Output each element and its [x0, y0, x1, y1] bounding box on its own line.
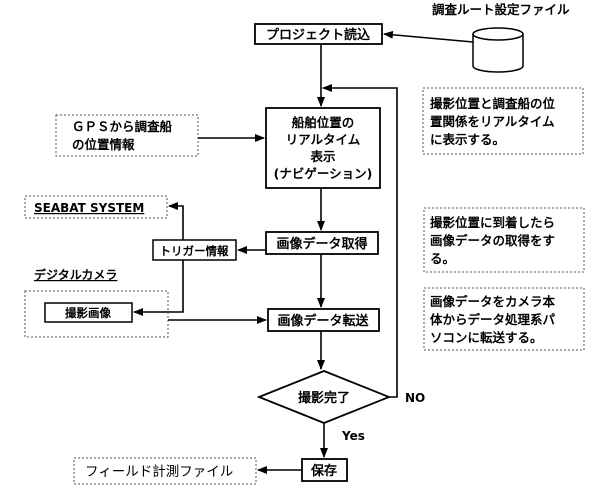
note-3-line-2: 体からデータ処理系パ — [430, 312, 556, 327]
gps-line-2: の位置情報 — [72, 137, 135, 152]
navigation-box — [265, 107, 381, 189]
note-2-box — [423, 207, 585, 273]
gps-line-1: ＧＰＳから調査船 — [72, 119, 173, 134]
cylinder-database-icon — [472, 27, 524, 73]
note-3-line-3: ソコンに転送する。 — [430, 330, 543, 345]
note-2-line-3: る。 — [430, 251, 455, 266]
gps-box — [55, 114, 199, 157]
note-2-line-2: 画像データの取得をす — [430, 233, 555, 248]
captured-image-box — [44, 302, 133, 323]
file-to-load-arrow — [383, 30, 474, 43]
note-1-line-3: に表示する。 — [430, 132, 505, 147]
note-1-line-2: 置関係をリアルタイム — [430, 114, 555, 129]
trigger-to-seabat-arrow — [168, 202, 184, 240]
field-file-label: フィールド計測ファイル — [85, 464, 233, 480]
acquire-image-label: 画像データ取得 — [276, 236, 367, 252]
note-1-box — [422, 87, 584, 155]
seabat-label: SEABAT SYSTEM — [34, 201, 144, 215]
navigation-line-2: リアルタイム — [286, 132, 361, 147]
capture-done-label: 撮影完了 — [298, 390, 350, 406]
note-3-line-1: 画像データをカメラ本 — [430, 294, 556, 309]
note-2-line-1: 撮影位置に到着したら — [430, 215, 555, 230]
load-project-box — [254, 23, 383, 45]
navigation-line-1: 船舶位置の — [292, 115, 355, 130]
trigger-label: トリガー情報 — [160, 244, 229, 258]
navigation-line-4: (ナビゲーション) — [274, 166, 373, 181]
trigger-box — [152, 239, 237, 261]
no-label: NO — [405, 391, 425, 405]
seabat-box — [24, 195, 168, 219]
field-file-box — [73, 457, 257, 485]
no-loop-line — [322, 84, 398, 398]
note-1-line-1: 撮影位置と調査船の位 — [430, 96, 556, 111]
transfer-image-box — [267, 308, 380, 332]
transfer-image-label: 画像データ転送 — [277, 313, 369, 329]
trigger-to-camera-arrow — [133, 260, 184, 316]
acquire-image-box — [265, 231, 379, 255]
save-label: 保存 — [310, 463, 337, 479]
navigation-line-3: 表示 — [309, 149, 336, 164]
note-3-box — [423, 287, 585, 351]
yes-label: Yes — [341, 429, 365, 443]
digital-camera-box — [24, 290, 169, 338]
digital-camera-label: デジタルカメラ — [34, 267, 117, 282]
route-file-label: 調査ルート設定ファイル — [432, 2, 570, 17]
captured-image-label: 撮影画像 — [65, 306, 111, 320]
load-project-label: プロジェクト読込 — [266, 27, 371, 43]
